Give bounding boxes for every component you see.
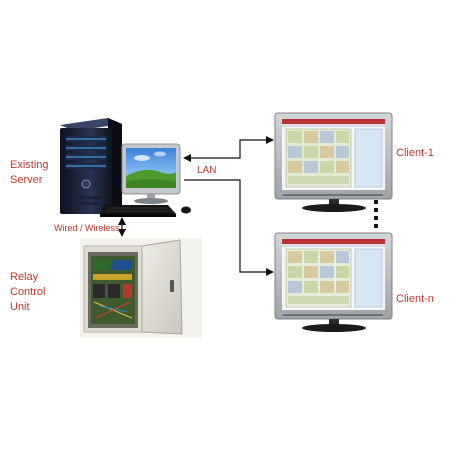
lan-label: LAN: [197, 165, 217, 176]
label-line: Server: [10, 174, 43, 186]
client-monitor-icon: [274, 112, 393, 212]
label-line: Existing: [10, 159, 49, 171]
label-line: Control: [10, 286, 46, 298]
label-line: Relay: [10, 271, 39, 283]
label-line: Unit: [10, 301, 30, 313]
mouse-icon: [181, 206, 191, 214]
lan-link-client-1: [183, 136, 274, 162]
desktop-monitor-icon: [121, 143, 181, 204]
relay-control-unit-label: Relay Control Unit: [10, 270, 45, 315]
server-tower-icon: [60, 118, 122, 214]
lan-link-client-n: [184, 179, 274, 276]
wired-wireless-label: Wired / Wireless: [54, 223, 120, 233]
lan-connectors: [118, 136, 274, 276]
client-n-label: Client-n: [396, 293, 434, 305]
client-monitor-icon: [274, 232, 393, 332]
keyboard-icon: [100, 205, 176, 217]
relay-cabinet-icon: [80, 238, 202, 338]
client-1-label: Client-1: [396, 147, 434, 159]
existing-server-label: Existing Server: [10, 158, 49, 188]
